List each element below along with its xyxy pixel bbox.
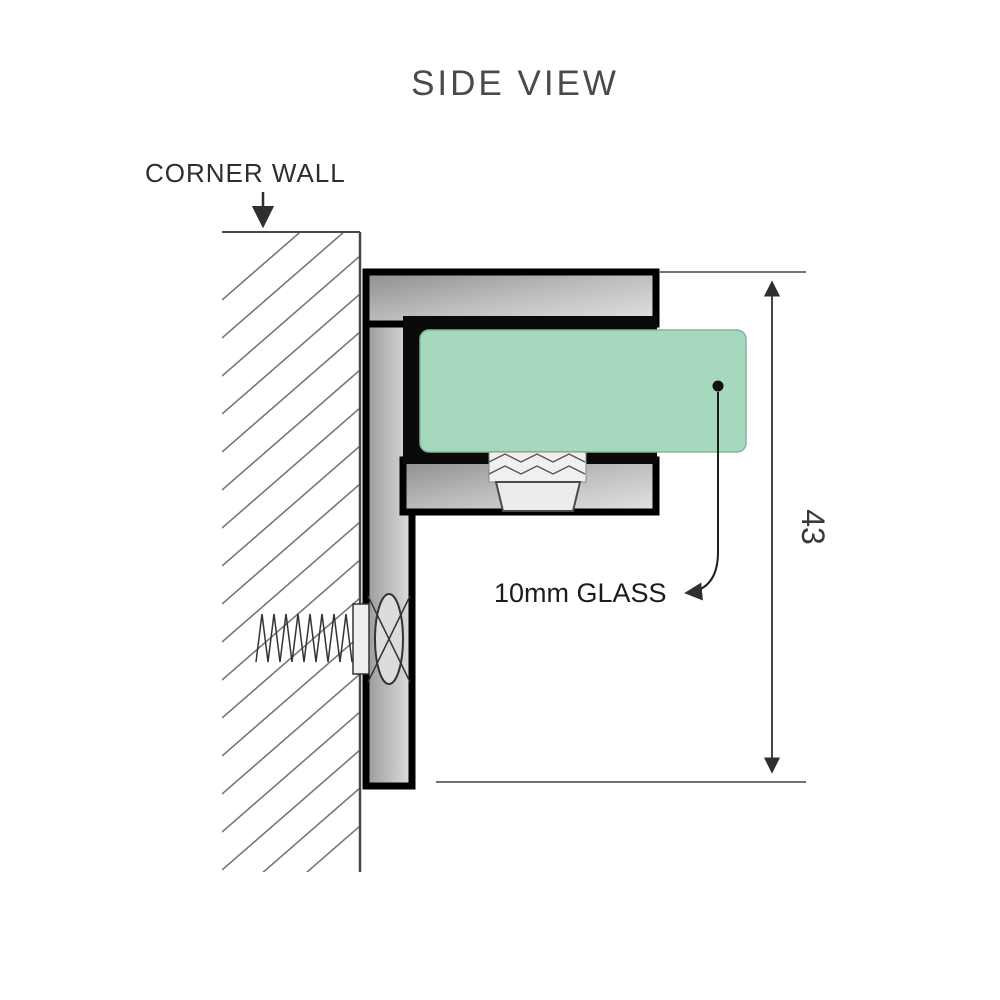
screw-head-cross-icon xyxy=(367,595,411,683)
screw-threads xyxy=(255,613,353,663)
dimension: 43 xyxy=(436,271,831,783)
glass-leader-dot xyxy=(712,380,724,392)
gasket xyxy=(488,451,587,512)
bracket-top-arm xyxy=(362,268,660,328)
gasket-spring-lines xyxy=(488,453,586,475)
screw-washer xyxy=(352,603,370,675)
wall-hatching xyxy=(222,232,360,872)
corner-wall-label: CORNER WALL xyxy=(145,158,346,188)
glass-leader-line xyxy=(684,392,719,601)
screw xyxy=(255,593,411,685)
gasket-cup xyxy=(494,481,582,512)
diagram-title: SIDE VIEW xyxy=(411,64,619,103)
glass-panel xyxy=(419,329,747,453)
dimension-value: 43 xyxy=(795,509,831,545)
glass-label: 10mm GLASS xyxy=(494,578,667,608)
